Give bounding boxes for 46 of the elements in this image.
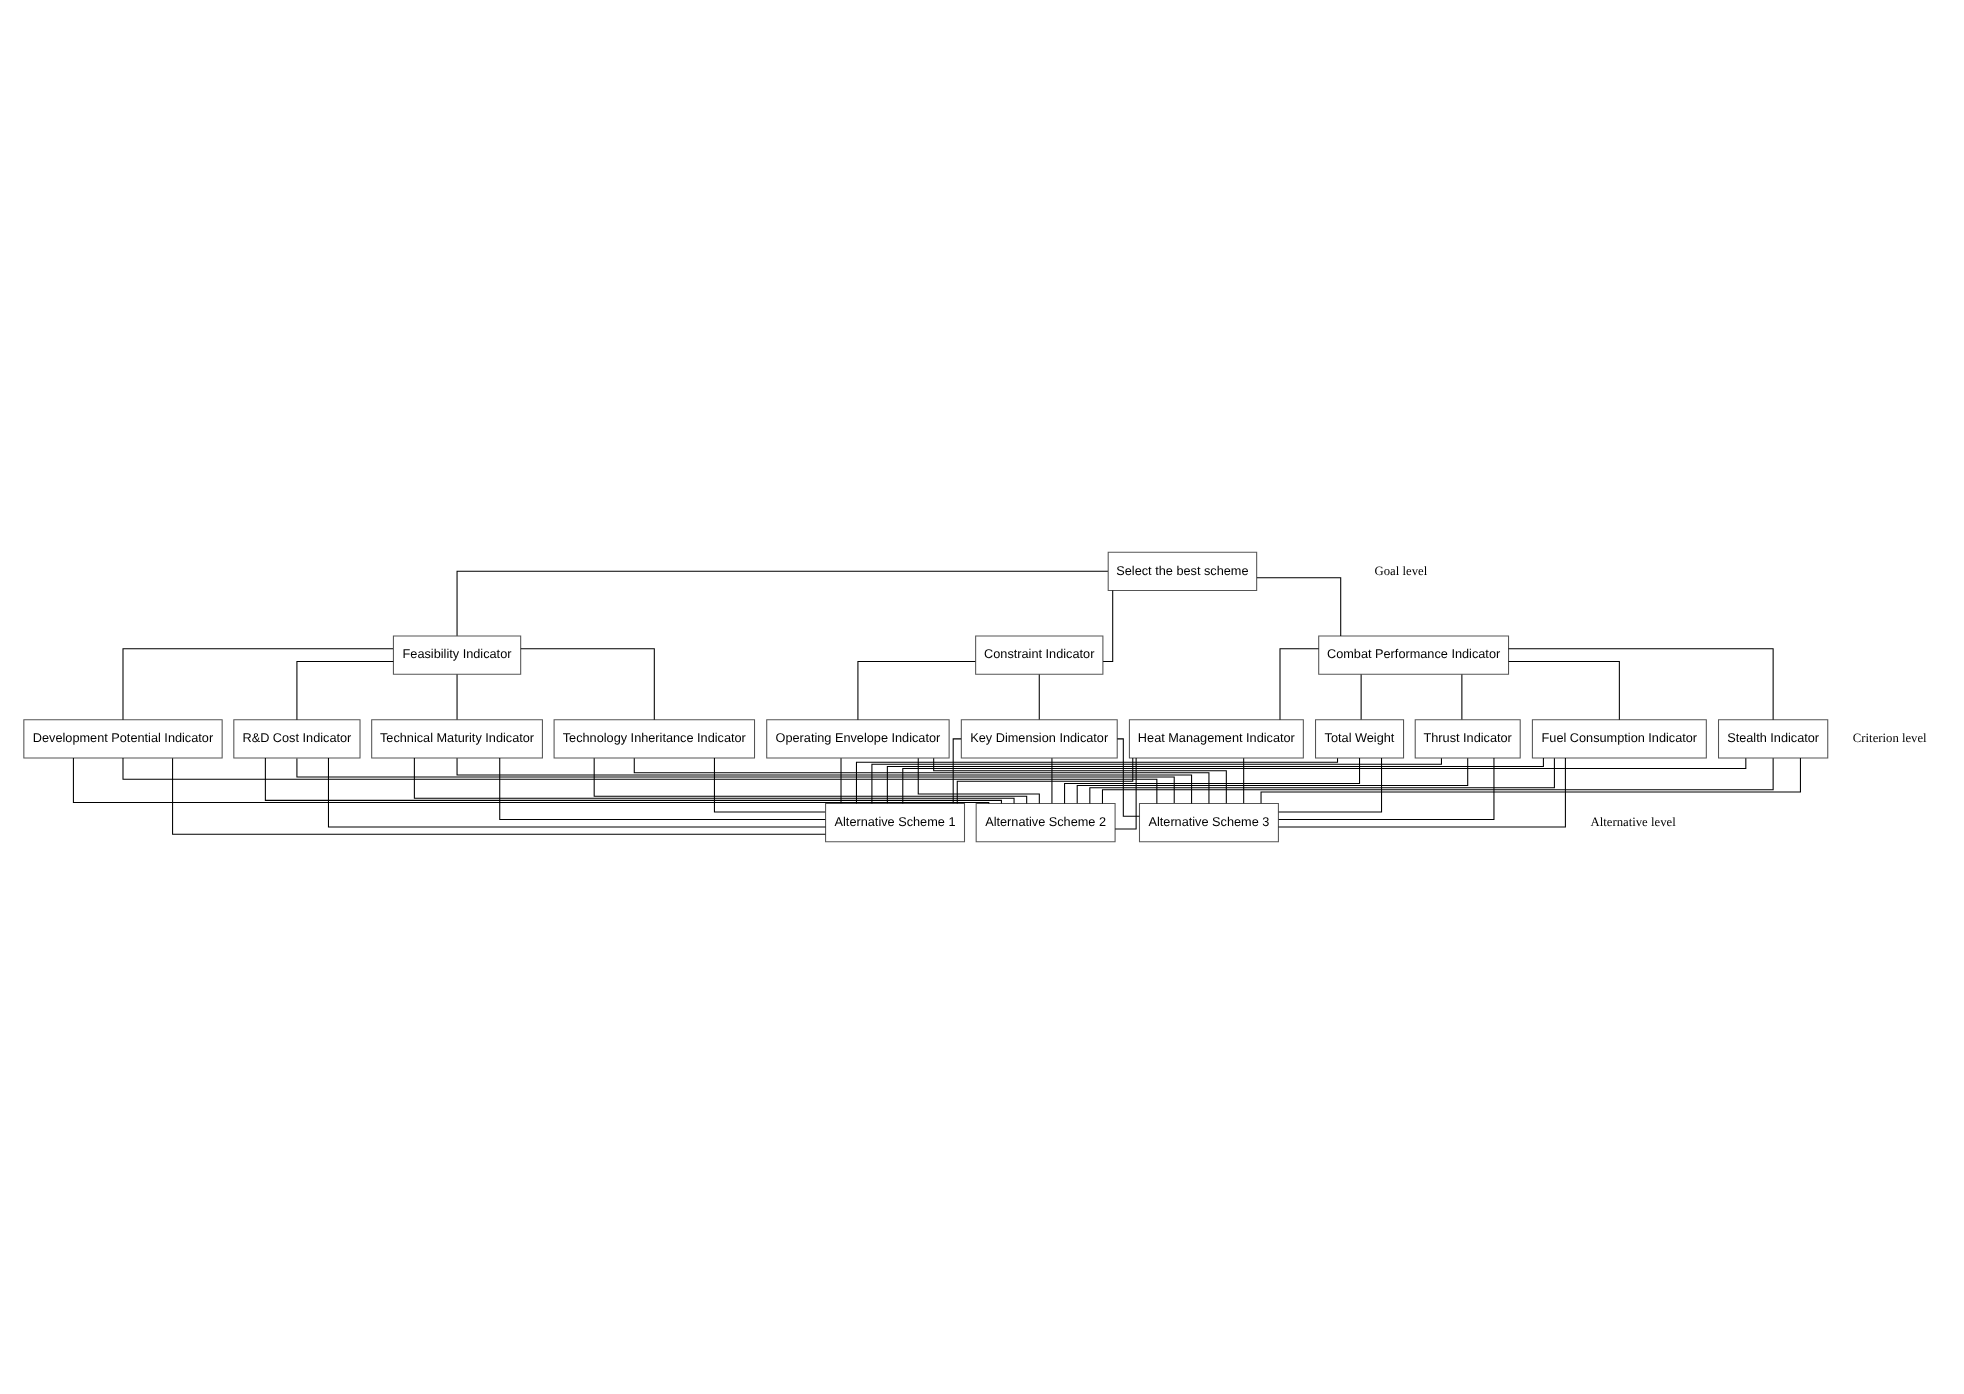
connector	[1076, 757, 1469, 804]
connector	[1256, 577, 1342, 637]
connector	[1278, 757, 1495, 820]
connector	[1064, 757, 1361, 805]
connector	[952, 738, 962, 804]
connector	[1051, 757, 1053, 804]
connector	[886, 757, 1544, 804]
connector	[857, 660, 976, 721]
connector	[840, 757, 842, 804]
connector	[1278, 757, 1383, 813]
connector	[902, 757, 1747, 804]
connector	[871, 757, 1442, 805]
connector	[296, 660, 394, 721]
connector	[1102, 589, 1114, 662]
connector	[956, 757, 1134, 804]
connector	[1243, 757, 1245, 804]
connector	[1508, 660, 1620, 721]
connector	[593, 757, 1028, 804]
connector	[456, 570, 1109, 637]
connector	[933, 757, 1227, 804]
connector	[1461, 674, 1463, 721]
connector	[633, 757, 1210, 805]
connector	[713, 757, 826, 813]
connector	[1260, 757, 1801, 804]
connector	[1279, 648, 1320, 721]
connector	[1508, 648, 1774, 721]
connector	[520, 648, 655, 721]
connector	[1116, 738, 1140, 817]
connector	[327, 757, 827, 828]
connector	[855, 757, 1339, 805]
connector	[122, 648, 394, 721]
connector	[499, 757, 826, 820]
connector	[1114, 757, 1137, 830]
connector	[122, 757, 1158, 804]
connector	[1089, 757, 1555, 805]
connector	[917, 757, 1040, 804]
connector	[72, 757, 990, 804]
connector	[1360, 674, 1362, 721]
connector	[1278, 757, 1566, 828]
connector	[296, 757, 1175, 804]
connector	[172, 757, 826, 835]
connector	[413, 757, 1015, 804]
connector	[456, 757, 1193, 805]
connector	[264, 757, 1002, 805]
connector	[1101, 757, 1774, 805]
connector	[1038, 674, 1040, 721]
